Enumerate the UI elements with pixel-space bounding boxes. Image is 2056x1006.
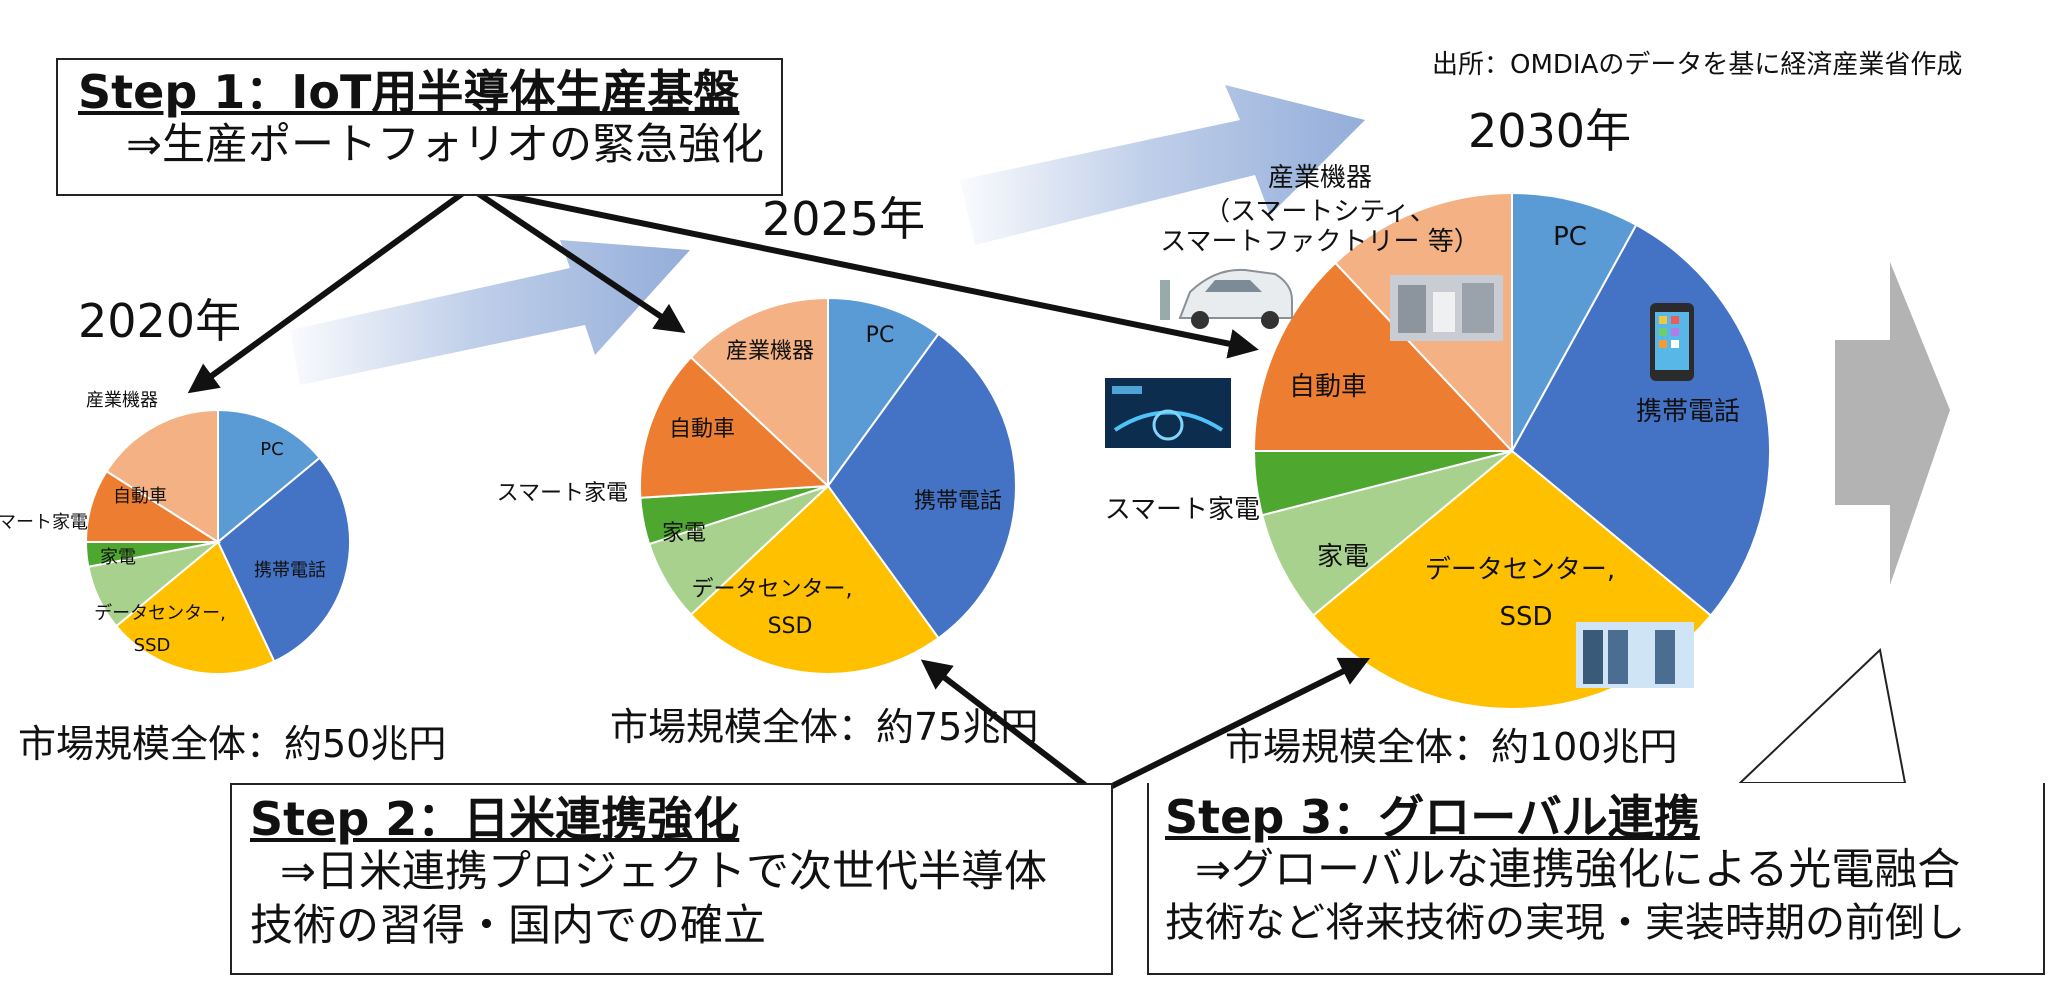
year-label-2020: 2020年 xyxy=(78,294,242,348)
slice-label-phone: 携帯電話 xyxy=(1636,397,1740,427)
market-size-2030: 市場規模全体：約100兆円 xyxy=(1225,725,1678,769)
slice-label-industrial: 産業機器 xyxy=(86,390,158,411)
step2-desc-2: 技術の習得・国内での確立 xyxy=(250,900,766,951)
datacenter-image xyxy=(1576,622,1694,688)
factory-image xyxy=(1390,275,1503,341)
gray-next-arrow xyxy=(1835,262,1950,585)
pie-slice-automotive xyxy=(1252,261,1515,452)
slice-label-dc2: SSD xyxy=(768,614,813,639)
slice-label-phone: 携帯電話 xyxy=(254,560,326,581)
arrow-step1-to-2030 xyxy=(469,185,1259,359)
slice-label-industrial: 産業機器 xyxy=(726,339,814,364)
slice-label-dc1: データセンター, xyxy=(1425,555,1615,585)
year-label-2030: 2030年 xyxy=(1468,104,1632,158)
market-size-2025: 市場規模全体：約75兆円 xyxy=(610,705,1039,749)
slice-label-appliance: 家電 xyxy=(1317,542,1369,572)
step1-title: Step 1：IoT用半導体生産基盤 xyxy=(78,65,740,119)
arrow-step2-to-2030 xyxy=(1098,657,1371,795)
car-cockpit-image xyxy=(1105,378,1231,448)
growth-arrow-2020-2025 xyxy=(290,240,690,385)
pie-slice-datacenter xyxy=(689,484,940,675)
step3-callout-pointer xyxy=(1737,648,1907,784)
source-note: 出所：OMDIAのデータを基に経済産業省作成 xyxy=(1432,50,1963,80)
pie-slice-pc xyxy=(1511,191,1638,452)
arrow-step1-to-2020 xyxy=(187,185,472,394)
year-label-2025: 2025年 xyxy=(762,192,926,246)
car-icon xyxy=(1160,268,1293,329)
step2-title: Step 2：日米連携強化 xyxy=(250,792,740,846)
slice-label-phone: 携帯電話 xyxy=(914,489,1002,514)
pie-slice-pc xyxy=(217,408,322,545)
pie-slice-phone xyxy=(1510,223,1771,617)
pie-slice-datacenter xyxy=(114,540,276,675)
slice-label-appliance: 家電 xyxy=(100,547,136,568)
pie-slice-phone xyxy=(826,332,1017,640)
slice-label-pc: PC xyxy=(260,439,283,460)
pie-slice-industrial xyxy=(105,408,219,544)
slice-label-dc1: データセンター, xyxy=(692,577,853,602)
slice-label-smart: スマート家電 xyxy=(0,512,88,533)
slice-label-smart: スマート家電 xyxy=(497,481,628,506)
pie-slice-automotive xyxy=(639,355,831,499)
step2-desc-1: ⇒日米連携プロジェクトで次世代半導体 xyxy=(280,846,1048,897)
step1-box: Step 1：IoT用半導体生産基盤 ⇒生産ポートフォリオの緊急強化 xyxy=(56,58,783,196)
step1-desc: ⇒生産ポートフォリオの緊急強化 xyxy=(126,119,765,170)
step3-box: Step 3：グローバル連携 ⇒グローバルな連携強化による光電融合 技術など将来… xyxy=(1147,783,2045,975)
growth-arrow-2025-2030 xyxy=(960,85,1365,245)
slice-label-dc2: SSD xyxy=(1499,602,1552,632)
arrow-step1-to-2025 xyxy=(468,185,686,334)
slice-label-industrial3: スマートファクトリー 等） xyxy=(1160,227,1480,257)
step3-title: Step 3：グローバル連携 xyxy=(1165,790,1700,844)
pie-slice-appliance xyxy=(1260,450,1513,617)
slice-label-auto: 自動車 xyxy=(1289,372,1367,402)
step3-desc-1: ⇒グローバルな連携強化による光電融合 xyxy=(1195,844,1961,895)
arrow-step2-to-2025 xyxy=(920,659,1087,788)
slice-label-industrial2: （スマートシティ、 xyxy=(1204,197,1436,227)
slice-label-auto: 自動車 xyxy=(113,486,167,507)
smartphone-icon xyxy=(1650,303,1694,381)
slice-label-dc1: データセンター, xyxy=(94,603,226,624)
slice-label-pc: PC xyxy=(1553,222,1587,252)
pie-slice-pc xyxy=(827,296,940,490)
slice-label-auto: 自動車 xyxy=(669,417,735,442)
slice-label-smart: スマート家電 xyxy=(1105,495,1260,525)
pie-slice-industrial xyxy=(689,296,829,489)
slice-label-pc: PC xyxy=(866,323,895,348)
connector-arrows xyxy=(187,185,1371,795)
slice-label-appliance: 家電 xyxy=(662,521,706,546)
slice-label-industrial1: 産業機器 xyxy=(1268,163,1372,193)
step2-box: Step 2：日米連携強化 ⇒日米連携プロジェクトで次世代半導体 技術の習得・国… xyxy=(230,783,1113,975)
slice-label-dc2: SSD xyxy=(134,635,171,656)
step3-desc-2: 技術など将来技術の実現・実装時期の前倒し xyxy=(1165,899,1965,946)
market-size-2020: 市場規模全体：約50兆円 xyxy=(18,722,447,766)
